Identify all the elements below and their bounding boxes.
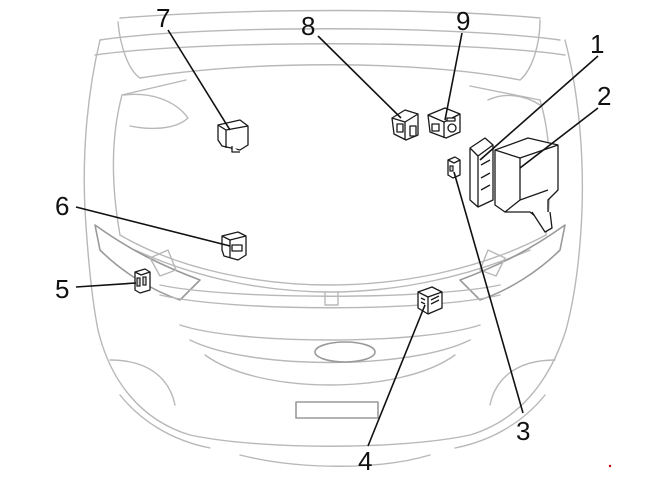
fuse-block-1 [469, 137, 494, 208]
relay-5 [134, 268, 151, 294]
relay-9 [427, 107, 461, 139]
leader-lines [75, 29, 599, 447]
leader-7 [167, 29, 231, 131]
car-outline [83, 9, 584, 467]
callout-9: 9 [456, 6, 470, 36]
fuse-block-6 [221, 231, 247, 261]
callout-3: 3 [516, 416, 530, 446]
leader-1 [479, 55, 599, 161]
fuse-holder-4 [417, 286, 443, 315]
main-fuse-box-2 [494, 137, 559, 233]
callout-4: 4 [358, 446, 372, 476]
leader-2 [519, 107, 599, 169]
leader-3 [453, 171, 524, 414]
callout-2: 2 [597, 81, 611, 111]
stray-dot [608, 464, 612, 468]
small-relay-3 [447, 156, 461, 179]
leader-4 [367, 304, 426, 447]
leader-6 [75, 206, 231, 247]
callout-6: 6 [55, 191, 69, 221]
leader-8 [317, 35, 402, 119]
leader-9 [444, 32, 463, 121]
leader-5 [75, 282, 137, 288]
relay-8 [391, 109, 419, 141]
relay-box-7 [217, 119, 249, 153]
callout-8: 8 [301, 11, 315, 41]
callout-5: 5 [55, 274, 69, 304]
callout-7: 7 [156, 3, 170, 33]
callout-1: 1 [590, 29, 604, 59]
callout-numbers: 1 2 3 4 5 6 7 8 9 [55, 3, 611, 476]
